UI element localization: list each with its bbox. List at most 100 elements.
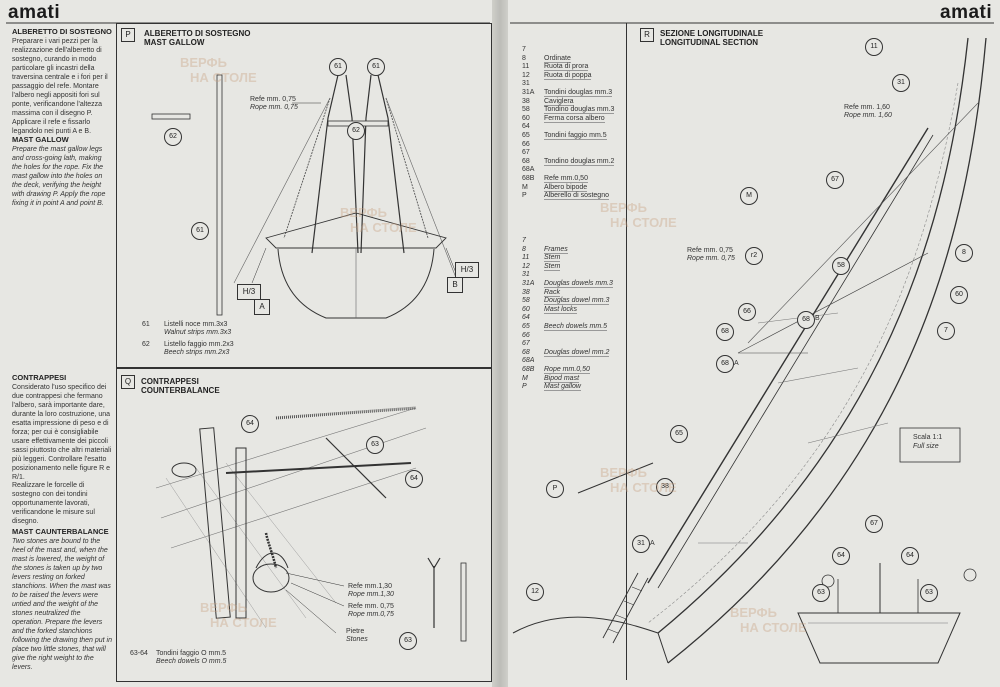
legend-num: 68B: [522, 175, 535, 182]
legend-text: Albero bipode: [544, 183, 588, 192]
legend-text: Douglas dowel mm.3: [544, 297, 610, 306]
panel-p-title: ALBERETTO DI SOSTEGNO MAST GALLOW: [144, 29, 251, 47]
callout-67-section: 67: [865, 515, 883, 533]
legend-text: Rope mm.0,50: [544, 366, 590, 374]
callout-8: 8: [955, 244, 973, 262]
callout-11: 11: [865, 38, 883, 56]
tag-h3-right: H/3: [455, 262, 479, 278]
panel-p-letter: P: [121, 28, 135, 42]
legend-text-it: Listelli noce mm.3x3: [164, 321, 228, 328]
callout-60: 60: [950, 286, 968, 304]
panel-p-title-it: ALBERETTO DI SOSTEGNO: [144, 29, 251, 38]
panel-r-title-it: SEZIONE LONGITUDINALE: [660, 29, 764, 38]
callout-31-top: 31: [892, 74, 910, 92]
watermark-line1: ВЕРФЬ: [600, 200, 647, 215]
callout-61-post: 61: [191, 222, 209, 240]
watermark-line2: НА СТОЛЕ: [350, 220, 417, 235]
callout-64-right: 64: [405, 470, 423, 488]
callout-61-left: 61: [329, 58, 347, 76]
mast-gallow-body-en: Prepare the mast gallow legs and cross-g…: [12, 146, 106, 207]
watermark-line2: НА СТОЛЕ: [610, 215, 677, 230]
counterbalance-drawing: [155, 406, 467, 642]
scale-it: Scala 1:1: [913, 434, 943, 441]
legend-row: 66: [522, 141, 544, 149]
panel-q-refe2-en: Rope mm.0,75: [348, 611, 394, 618]
brand-logo-left: amati: [8, 2, 61, 23]
callout-63-section-left: 63: [812, 584, 830, 602]
callout-m: M: [740, 187, 758, 205]
legend-num: 11: [522, 254, 530, 262]
legend-num: 68: [522, 348, 530, 356]
contrappesi-body-it: Considerato l'uso specifico dei due cont…: [12, 384, 112, 481]
legend-row: 68B Rope mm.0,50: [522, 366, 590, 374]
panel-q-frame: [116, 368, 492, 682]
legend-text: Tondino douglas mm.3: [544, 106, 615, 115]
callout-31a: 31: [632, 535, 650, 553]
legend-text: Mast locks: [544, 305, 578, 314]
panel-q-refe1-it: Refe mm.1,30: [348, 583, 392, 590]
watermark-line1: ВЕРФЬ: [180, 55, 227, 70]
tag-a: A: [254, 299, 270, 315]
legend-num: 65: [522, 323, 530, 330]
counterbalance-title-en: MAST CAUNTERBALANCE: [12, 527, 109, 536]
panel-p-refe-en: Rope mm. 0,75: [250, 104, 298, 111]
panel-q-stones-en: Stones: [346, 636, 368, 643]
legend-num: 7: [522, 46, 526, 53]
callout-63-bottom: 63: [399, 632, 417, 650]
legend-text: Frames: [544, 245, 568, 254]
tag-h3-left: H/3: [237, 284, 261, 300]
legend-num: 31A: [522, 280, 535, 287]
callout-64-section-right: 64: [901, 547, 919, 565]
legend-divider: [516, 23, 627, 680]
legend-num: 58: [522, 297, 530, 305]
panel-q-legend-num: 63-64: [130, 650, 148, 657]
panel-q-legend-it: Tondini faggio O mm.5: [156, 650, 227, 657]
callout-64-top: 64: [241, 415, 259, 433]
panel-p-refe-it: Refe mm. 0,75: [250, 96, 296, 103]
label-a2: A: [650, 540, 655, 547]
legend-text: Douglas dowels mm.3: [544, 280, 613, 288]
legend-num: 68A: [522, 357, 535, 365]
callout-68: 68: [716, 323, 734, 341]
legend-num: 68B: [522, 366, 535, 373]
legend-num: P: [522, 383, 527, 391]
panel-r-refe2-it: Refe mm. 0,75: [687, 247, 733, 254]
legend-num: 64: [522, 314, 530, 322]
scale-en: Full size: [913, 443, 939, 450]
panel-q-refe1-en: Rope mm.1,30: [348, 591, 394, 598]
legend-row: 31: [522, 80, 544, 88]
legend-num: 12: [522, 71, 530, 79]
legend-text: Ordinate: [544, 54, 571, 63]
legend-num: 65: [522, 132, 530, 139]
panel-r-refe1-en: Rope mm. 1,60: [844, 112, 892, 119]
legend-row: 12 Ruota di poppa: [522, 71, 592, 80]
legend-text: Ruota di poppa: [544, 71, 592, 80]
legend-text: Alberello di sostegno: [544, 192, 609, 201]
callout-12: 12: [526, 583, 544, 601]
legend-text-it: Listello faggio mm.2x3: [164, 341, 234, 348]
legend-num: 7: [522, 237, 526, 244]
panel-q-title: CONTRAPPESI COUNTERBALANCE: [141, 377, 220, 395]
legend-num: 31A: [522, 89, 535, 96]
legend-num: 8: [522, 245, 526, 253]
legend-text: Beech dowels mm.5: [544, 323, 608, 331]
watermark-line2: НА СТОЛЕ: [210, 615, 277, 630]
mast-gallow-title-it: ALBERETTO DI SOSTEGNO: [12, 27, 112, 36]
panel-r-refe1-it: Refe mm. 1,60: [844, 104, 890, 111]
callout-68b: 68: [797, 311, 815, 329]
legend-num: 68: [522, 157, 530, 165]
